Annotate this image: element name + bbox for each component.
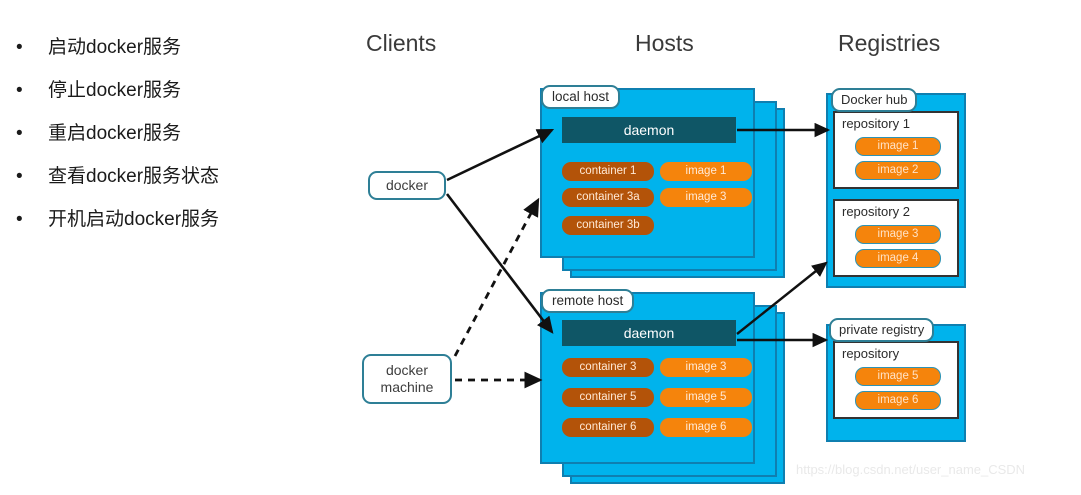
image-pill: image 2 <box>855 161 941 180</box>
container-pill: container 5 <box>562 388 654 407</box>
registry-label-docker-hub: Docker hub <box>831 88 918 112</box>
container-pill: container 6 <box>562 418 654 437</box>
list-item: • 开机启动docker服务 <box>14 208 344 232</box>
list-item-label: 开机启动docker服务 <box>48 209 220 230</box>
image-pill: image 6 <box>855 391 941 410</box>
container-pill: container 3b <box>562 216 654 235</box>
registry-label-private: private registry <box>829 318 935 342</box>
image-pill: image 6 <box>660 418 752 437</box>
host-label-remote: remote host <box>541 289 635 313</box>
watermark-text: https://blog.csdn.net/user_name_CSDN <box>796 462 1026 477</box>
column-heading-hosts: Hosts <box>635 30 694 56</box>
daemon-bar-local: daemon <box>562 117 736 143</box>
bullet-dot-icon: • <box>16 80 23 101</box>
client-node-docker-machine[interactable]: docker machine <box>362 354 452 404</box>
list-item-label: 启动docker服务 <box>48 37 182 58</box>
list-item: • 启动docker服务 <box>14 36 344 60</box>
arrow-docker-to-remote-daemon <box>445 193 554 334</box>
repository-label: repository <box>842 346 900 361</box>
image-pill: image 3 <box>660 188 752 207</box>
container-pill: container 1 <box>562 162 654 181</box>
column-heading-clients: Clients <box>366 30 437 56</box>
daemon-bar-remote: daemon <box>562 320 736 346</box>
arrow-docker-machine-to-local-host <box>453 197 540 357</box>
client-docker-machine-label-line2: machine <box>380 379 434 395</box>
image-pill: image 1 <box>660 162 752 181</box>
list-item: • 停止docker服务 <box>14 79 344 103</box>
host-body-remote <box>540 292 755 464</box>
container-pill: container 3a <box>562 188 654 207</box>
image-pill: image 5 <box>855 367 941 386</box>
image-pill: image 3 <box>855 225 941 244</box>
list-item: • 查看docker服务状态 <box>14 165 344 189</box>
image-pill: image 5 <box>660 388 752 407</box>
bullet-dot-icon: • <box>16 209 23 230</box>
client-docker-label: docker <box>385 177 429 193</box>
list-item-label: 重启docker服务 <box>48 123 182 144</box>
repository-box: repository 1 image 1 image 2 <box>833 111 959 189</box>
feature-bullet-list: • 启动docker服务 • 停止docker服务 • 重启docker服务 •… <box>14 36 344 251</box>
column-heading-registries: Registries <box>838 30 941 56</box>
image-pill: image 3 <box>660 358 752 377</box>
bullet-dot-icon: • <box>16 37 23 58</box>
repository-box: repository image 5 image 6 <box>833 341 959 419</box>
bullet-dot-icon: • <box>16 166 23 187</box>
container-pill: container 3 <box>562 358 654 377</box>
host-label-local: local host <box>541 85 621 109</box>
bullet-dot-icon: • <box>16 123 23 144</box>
arrow-docker-to-local-daemon <box>446 128 555 182</box>
list-item-label: 停止docker服务 <box>48 80 182 101</box>
image-pill: image 4 <box>855 249 941 268</box>
list-item: • 重启docker服务 <box>14 122 344 146</box>
client-node-docker[interactable]: docker <box>368 171 446 200</box>
repository-label: repository 1 <box>842 116 910 131</box>
image-pill: image 1 <box>855 137 941 156</box>
client-docker-machine-label-line1: docker <box>385 362 429 378</box>
repository-box: repository 2 image 3 image 4 <box>833 199 959 277</box>
list-item-label: 查看docker服务状态 <box>48 166 220 187</box>
repository-label: repository 2 <box>842 204 910 219</box>
